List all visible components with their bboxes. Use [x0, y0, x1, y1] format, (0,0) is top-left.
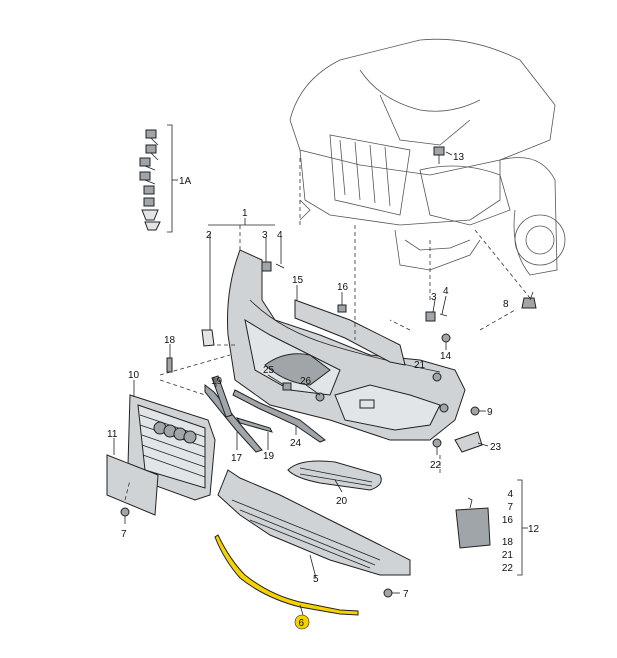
group12-item-4: 4	[507, 489, 513, 500]
callout-4b: 4	[443, 286, 449, 297]
part-6-trim-strip	[214, 534, 359, 616]
callout-2: 2	[206, 230, 212, 241]
callout-3a: 3	[262, 230, 268, 241]
group12-item-18: 18	[502, 537, 514, 548]
callout-labels: 1 1A 2 3 4 15 16 3 4 8 13 14 21 9 22 23 …	[107, 152, 540, 600]
callout-1A: 1A	[179, 176, 192, 187]
part-18-pin	[166, 357, 173, 373]
part-21-screw	[432, 372, 442, 382]
callout-7b: 7	[403, 589, 409, 600]
part-12-repair-kit	[455, 479, 528, 576]
group12-item-16: 16	[502, 515, 514, 526]
leader-lines	[113, 158, 534, 616]
part-22-screw	[432, 438, 442, 455]
callout-19a: 19	[211, 376, 223, 387]
callout-19b: 19	[263, 451, 275, 462]
parts-3-4-clips-top	[261, 261, 448, 322]
callout-24: 24	[290, 438, 302, 449]
callout-17: 17	[231, 453, 243, 464]
callout-8: 8	[503, 299, 509, 310]
callout-6-highlight: 6	[294, 614, 310, 630]
callout-5: 5	[313, 574, 319, 585]
callout-20: 20	[336, 496, 348, 507]
callout-25: 25	[263, 365, 275, 376]
callout-21: 21	[414, 360, 426, 371]
callout-15: 15	[292, 275, 304, 286]
part-9-screw	[470, 406, 486, 416]
part-23-tow-cap	[454, 431, 483, 453]
callout-26: 26	[300, 376, 312, 387]
callout-7a: 7	[121, 529, 127, 540]
group12-item-22: 22	[502, 563, 514, 574]
callout-3b: 3	[431, 292, 437, 303]
callout-22: 22	[430, 460, 442, 471]
callout-6: 6	[299, 618, 305, 629]
part-2-sensor	[201, 329, 215, 347]
group-12-list: 4 7 16 18 21 22	[502, 489, 514, 574]
vehicle-front-illustration	[289, 38, 566, 276]
callout-23: 23	[490, 442, 502, 453]
callout-9: 9	[487, 407, 493, 418]
trim-strips-17-19	[204, 375, 326, 453]
part-15-bracket	[294, 299, 406, 366]
part-16-clip	[337, 304, 347, 313]
callout-14: 14	[440, 351, 452, 362]
part-20-fog-grille	[287, 460, 382, 491]
fastener-set-1A	[139, 124, 178, 233]
callout-11: 11	[107, 429, 118, 440]
part-13-bolt	[433, 146, 453, 164]
part-11-plate-holder	[106, 454, 159, 516]
part-8-nut	[521, 297, 537, 309]
callout-16: 16	[337, 282, 349, 293]
part-14-screw	[441, 333, 451, 350]
part-1-bumper-cover	[227, 249, 466, 441]
callout-10: 10	[128, 370, 140, 381]
callout-13: 13	[453, 152, 465, 163]
callout-1: 1	[242, 208, 248, 219]
part-5-undertray	[217, 469, 411, 576]
callout-18: 18	[164, 335, 176, 346]
callout-12: 12	[528, 524, 540, 535]
group12-item-7: 7	[507, 502, 513, 513]
callout-4a: 4	[277, 230, 283, 241]
part-7-screw-bottom	[383, 588, 400, 598]
part-7-screw-left	[120, 507, 130, 524]
group12-item-21: 21	[502, 550, 514, 561]
parts-25-26-clips	[282, 382, 325, 402]
